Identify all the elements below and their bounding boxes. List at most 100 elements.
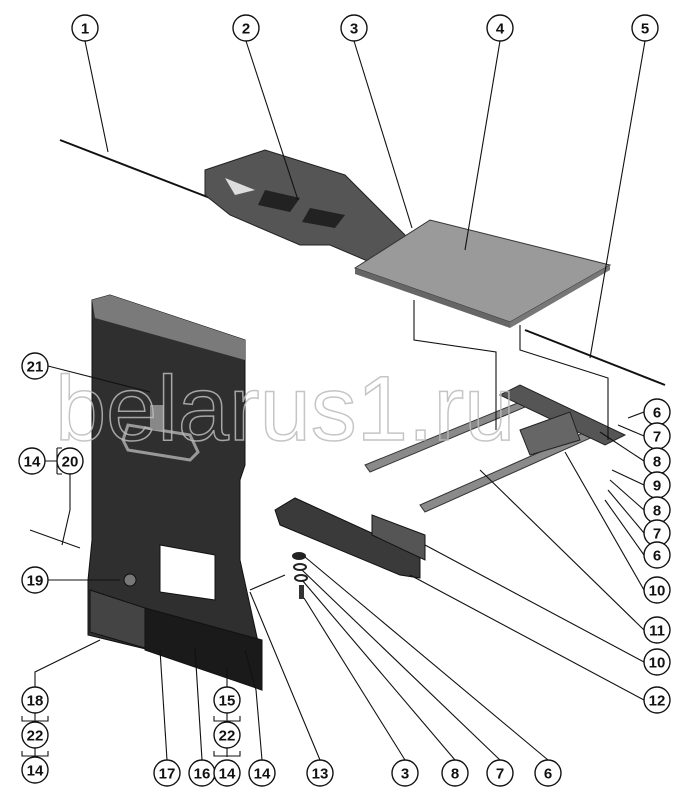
callout-number: 18 [27,693,44,710]
callout-number: 4 [496,21,505,38]
callout-circle [21,352,49,380]
callout-1: 1 [71,14,99,42]
bracket-part-10 [371,514,426,561]
callout-number: 10 [649,583,666,600]
knob-part-19 [123,573,137,587]
callout-14: 14 [248,759,276,787]
callout-circle [56,447,84,475]
callout-circle [21,566,49,594]
callout-8: 8 [643,447,671,475]
callout-number: 7 [496,766,504,783]
callout-22: 22 [21,721,49,749]
callout-6: 6 [643,541,671,569]
callout-circle [18,447,46,475]
callout-number: 6 [653,405,661,422]
panel-top-edge [92,295,245,360]
mat-part-16 [144,607,263,691]
callout-number: 8 [653,454,661,471]
callout-circle [232,14,260,42]
callout-number: 9 [653,478,661,495]
callout-18: 18 [21,686,49,714]
callout-number: 6 [653,548,661,565]
callout-21: 21 [21,352,49,380]
callout-13: 13 [306,759,334,787]
callout-2: 2 [232,14,260,42]
callout-circle [153,759,181,787]
plate-edge [510,265,610,328]
callout-22: 22 [213,721,241,749]
callout-number: 22 [27,728,44,745]
callout-circle [643,686,671,714]
callout-number: 8 [653,503,661,520]
callout-19: 19 [21,566,49,594]
washer-part [294,574,308,582]
mount-block [519,411,581,456]
callout-number: 7 [653,429,661,446]
callout-number: 11 [649,623,665,640]
leader-lines [21,40,646,761]
callout-number: 3 [401,766,409,783]
callout-circle [21,686,49,714]
callout-16: 16 [188,759,216,787]
callout-number: 20 [62,454,79,471]
latch-part [150,405,164,430]
callout-circle [534,759,562,787]
callout-number: 13 [312,766,329,783]
callout-number: 2 [242,21,250,38]
callout-circle [213,721,241,749]
callout-circle [486,14,514,42]
callout-17: 17 [153,759,181,787]
watermark: belarus1.ru [55,358,515,460]
plate-edge [355,268,510,328]
callout-4: 4 [486,14,514,42]
callout-7: 7 [486,759,514,787]
callout-circle [21,721,49,749]
callout-12: 12 [643,686,671,714]
callout-number: 19 [27,573,44,590]
callout-circle [213,686,241,714]
callout-circle [643,616,671,644]
callout-number: 14 [219,766,236,783]
callout-number: 14 [27,763,44,780]
callout-circle [643,576,671,604]
callout-15: 15 [213,686,241,714]
callout-8: 8 [441,759,469,787]
callout-14: 14 [18,447,46,475]
callout-circle [486,759,514,787]
callout-circle [643,648,671,676]
callout-circle [441,759,469,787]
callout-number: 16 [194,766,211,783]
callout-20: 20 [56,447,84,475]
callout-6: 6 [643,398,671,426]
washer-part [293,563,307,571]
callout-10: 10 [643,576,671,604]
callout-3: 3 [340,14,368,42]
handle-part-21 [121,423,200,462]
callout-number: 8 [451,766,459,783]
callout-circle [631,14,659,42]
callout-number: 7 [653,526,661,543]
callout-number: 21 [27,359,44,376]
callout-8: 8 [643,496,671,524]
callout-number: 3 [350,21,358,38]
rod-part-1 [59,139,211,199]
line-part-20 [29,529,81,549]
bracket-slot [302,208,345,228]
bracket-hole [225,178,255,195]
callout-number: 17 [159,766,176,783]
bracket-slot [258,190,300,212]
callout-circle [306,759,334,787]
callout-circle [248,759,276,787]
callout-11: 11 [643,616,671,644]
callout-circle [71,14,99,42]
callout-3: 3 [391,759,419,787]
callout-number: 15 [219,693,236,710]
callout-number: 6 [544,766,552,783]
callout-circle [391,759,419,787]
callout-number: 5 [641,21,649,38]
callout-10: 10 [643,648,671,676]
callout-14: 14 [213,759,241,787]
callout-number: 1 [81,21,89,38]
